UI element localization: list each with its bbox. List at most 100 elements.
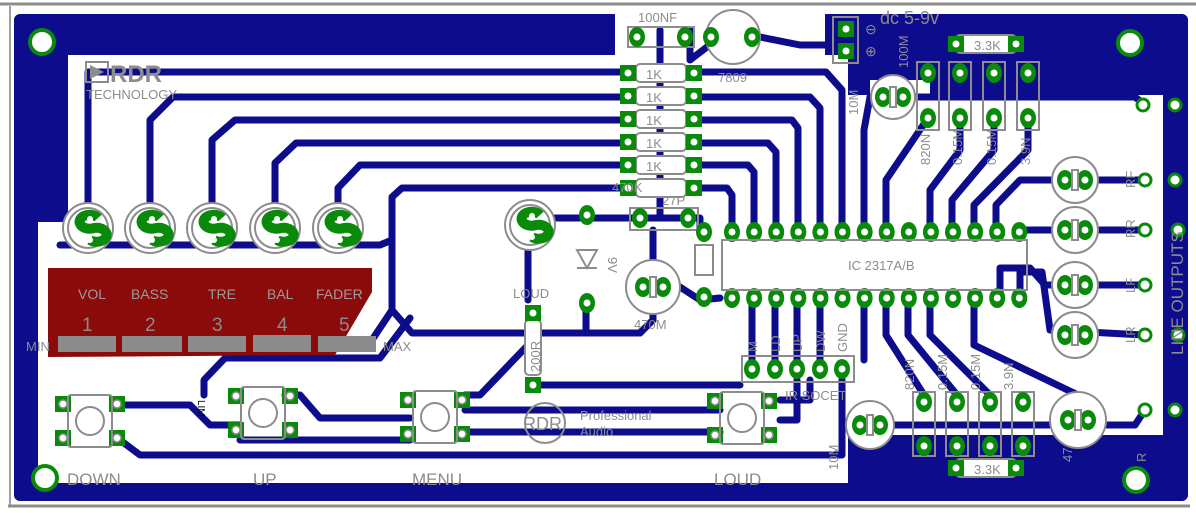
output-cap-rr: [1051, 206, 1099, 254]
up-button[interactable]: [228, 386, 298, 440]
pad: [982, 392, 998, 412]
potentiometer-tre[interactable]: [186, 202, 238, 254]
pad-drill: [529, 381, 537, 389]
pad: [1015, 436, 1031, 456]
cap-polarity-mark: [1071, 219, 1079, 241]
res-200r-label: 200R: [528, 341, 543, 372]
pad: [525, 305, 541, 321]
output-cap-rf: [1051, 156, 1099, 204]
pad: [916, 436, 932, 456]
pad-drill: [986, 398, 994, 406]
pad: [952, 63, 968, 83]
pad-drill: [231, 391, 241, 401]
pad: [948, 36, 964, 52]
pad: [1020, 63, 1036, 83]
ic-outline: [721, 239, 1028, 291]
pad: [948, 460, 964, 476]
pad: [1060, 410, 1076, 430]
pad-drill: [816, 294, 824, 302]
pad-drill: [58, 433, 68, 443]
ir-pin-label: GND: [835, 323, 850, 352]
pad-drill: [971, 228, 979, 236]
ic-pin: [989, 288, 1006, 308]
pad-drill: [624, 161, 632, 169]
slider-vol[interactable]: [58, 336, 116, 352]
potentiometer-loud[interactable]: [504, 199, 556, 251]
slider-number-1: 1: [82, 315, 93, 336]
down-button-label: DOWN: [67, 470, 121, 489]
ic-pin: [1011, 288, 1028, 308]
ir-socket-pin: [789, 359, 805, 379]
pad-drill: [710, 396, 720, 406]
loud-button-label: LOUD: [714, 470, 761, 489]
top-cap-label: 0.15M: [984, 129, 999, 165]
pad-drill: [337, 216, 343, 222]
ic-pin: [1011, 222, 1028, 242]
pad-drill: [624, 69, 632, 77]
resistor-1k-label: 1K: [646, 159, 662, 174]
potentiometer-fader[interactable]: [312, 202, 364, 254]
cap-polarity-mark: [1071, 169, 1079, 191]
line-outputs-label: LINE OUTPUTS: [1168, 231, 1187, 355]
pad-drill: [927, 228, 935, 236]
pot-pads: [261, 209, 299, 247]
cap-polarity-mark: [1071, 274, 1079, 296]
resistor-pad: [620, 157, 636, 173]
top-cap-label: 3.9N: [1018, 138, 1033, 165]
rdr-professional-audio-logo: RDR Professional Audio: [523, 402, 652, 444]
pad: [1057, 325, 1073, 345]
pad-drill: [700, 228, 708, 236]
slider-bal[interactable]: [253, 335, 311, 352]
pad-drill: [633, 33, 641, 41]
pad-drill: [231, 425, 241, 435]
resistor-pad: [686, 111, 702, 127]
pad: [982, 436, 998, 456]
pad: [655, 277, 671, 297]
button-outline: [240, 386, 286, 440]
resistor-3k3-label: 3.3K: [974, 38, 1001, 53]
pad-drill: [1081, 176, 1089, 184]
ic-pin: [878, 288, 895, 308]
potentiometer-bass[interactable]: [124, 202, 176, 254]
regulator-label: 7809: [718, 70, 747, 85]
ic-pin: [856, 288, 873, 308]
dc-connector-outline: [832, 16, 859, 64]
loud-button[interactable]: [707, 391, 777, 445]
slider-fader[interactable]: [318, 336, 376, 352]
ir-pin-label: DW: [813, 330, 828, 352]
output-terminal: [1137, 402, 1153, 418]
pad: [1008, 36, 1024, 52]
pad: [949, 436, 965, 456]
pad-drill: [274, 216, 280, 222]
top-cap-label: 0.15M: [950, 129, 965, 165]
pad-drill: [112, 433, 122, 443]
pad: [916, 392, 932, 412]
cap-10m-top-label: 10M: [846, 90, 861, 115]
pad-drill: [624, 92, 632, 100]
menu-button-label: MENU: [412, 470, 462, 489]
dc-input-label: dc 5-9v: [880, 8, 939, 28]
pad-drill: [690, 69, 698, 77]
pad: [1077, 325, 1093, 345]
plus-icon: ⊕: [865, 43, 877, 59]
pad-drill: [952, 464, 960, 472]
potentiometer-bal[interactable]: [249, 202, 301, 254]
ic-pin: [900, 288, 917, 308]
pad-drill: [58, 399, 68, 409]
slider-label-bass: BASS: [131, 286, 168, 302]
ic-pin: [746, 288, 763, 308]
pad-drill: [838, 365, 846, 373]
pad-drill: [748, 365, 756, 373]
down-button[interactable]: [55, 394, 125, 448]
bottom-cap-label: 0.15M: [935, 354, 950, 390]
mounting-hole: [1116, 29, 1144, 57]
output-terminal: [1167, 97, 1183, 113]
menu-button[interactable]: [400, 390, 470, 444]
slider-tre[interactable]: [188, 336, 246, 352]
pad: [744, 27, 760, 47]
pad-drill: [690, 92, 698, 100]
output-terminal: [1137, 172, 1153, 188]
slider-bass[interactable]: [122, 336, 182, 352]
potentiometer-vol[interactable]: [62, 202, 114, 254]
cap-100nf-outline: [627, 26, 695, 48]
